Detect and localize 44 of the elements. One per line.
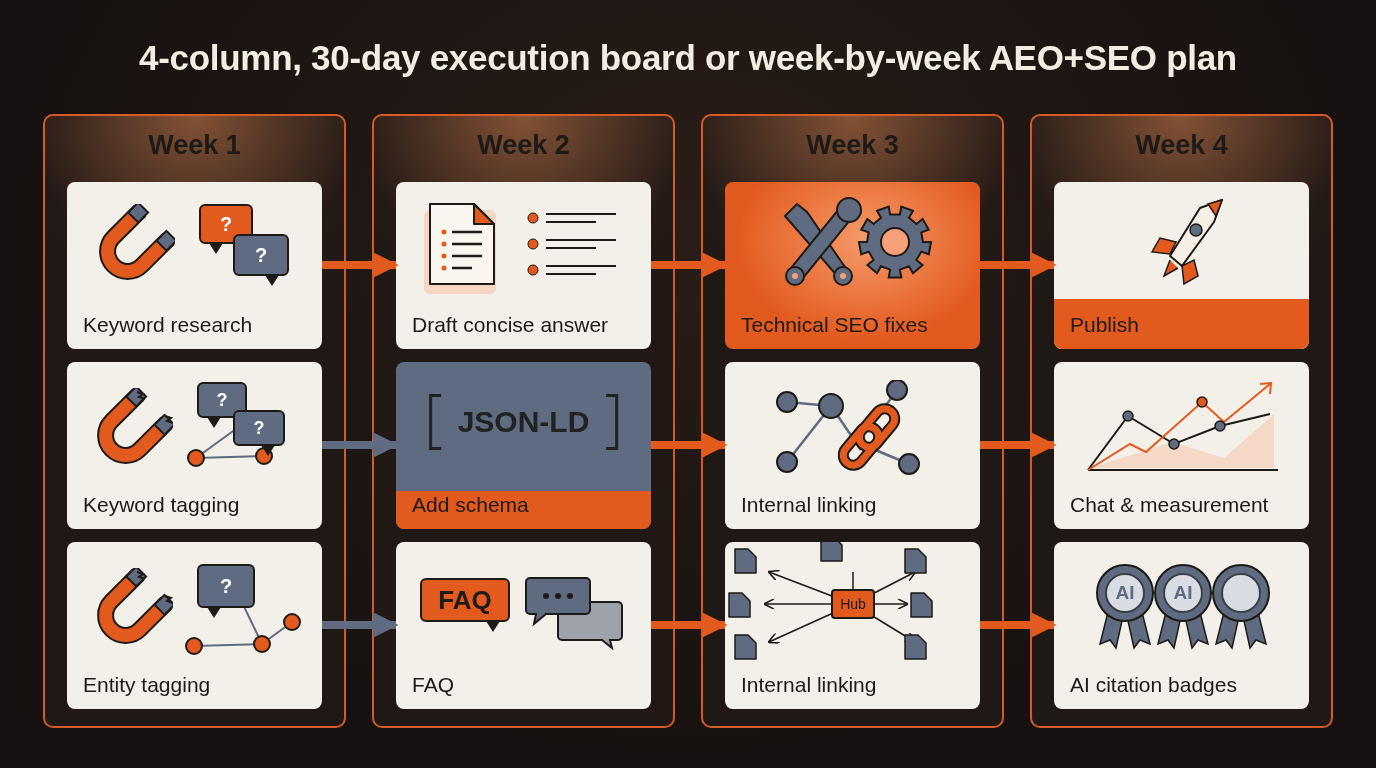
diagram-title: 4-column, 30-day execution board or week-by-week AEO+SEO plan xyxy=(138,38,1238,78)
code-label: JSON-LD xyxy=(428,397,619,447)
arrow xyxy=(980,432,1057,458)
task-label: Keyword research xyxy=(83,313,253,337)
arrow xyxy=(651,432,728,458)
task-card xyxy=(1054,542,1309,709)
task-label: Entity tagging xyxy=(83,673,211,697)
task-card xyxy=(67,182,322,349)
week-column xyxy=(43,114,346,728)
task-label: Keyword tagging xyxy=(83,493,240,517)
task-card xyxy=(396,182,651,349)
arrow xyxy=(651,252,728,278)
task-card xyxy=(725,182,980,349)
task-label: Add schema xyxy=(412,493,529,517)
task-card xyxy=(1054,182,1309,349)
arrow xyxy=(322,432,399,458)
task-card xyxy=(67,362,322,529)
task-card xyxy=(67,542,322,709)
week-heading: Week 2 xyxy=(476,130,571,161)
task-card xyxy=(396,362,651,529)
arrow xyxy=(651,612,728,638)
task-label: Chat & measurement xyxy=(1070,493,1269,517)
task-label: AI citation badges xyxy=(1070,673,1237,697)
task-label: Internal linking xyxy=(741,673,877,697)
arrow xyxy=(322,252,399,278)
task-label: Publish xyxy=(1070,313,1139,337)
task-card xyxy=(396,542,651,709)
task-card xyxy=(725,362,980,529)
task-label: Internal linking xyxy=(741,493,877,517)
week-column xyxy=(701,114,1004,728)
task-label: FAQ xyxy=(412,673,454,697)
week-heading: Week 3 xyxy=(805,130,900,161)
week-heading: Week 4 xyxy=(1134,130,1229,161)
task-label: Technical SEO fixes xyxy=(741,313,928,337)
week-column xyxy=(1030,114,1333,728)
hub-box: Hub xyxy=(831,589,875,619)
week-heading: Week 1 xyxy=(147,130,242,161)
week-column xyxy=(372,114,675,728)
task-label: Draft concise answer xyxy=(412,313,609,337)
arrow xyxy=(980,612,1057,638)
arrow xyxy=(980,252,1057,278)
task-card xyxy=(1054,362,1309,529)
task-card xyxy=(725,542,980,709)
arrow xyxy=(322,612,399,638)
